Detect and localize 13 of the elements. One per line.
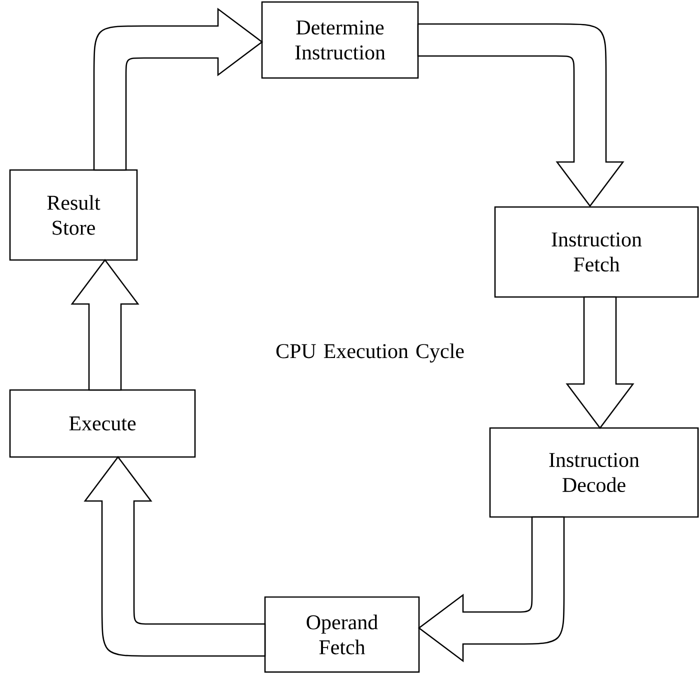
process-box: Execute bbox=[9, 389, 196, 458]
process-box: Operand Fetch bbox=[264, 596, 420, 673]
block-arrow bbox=[93, 8, 263, 171]
process-box: Instruction Decode bbox=[489, 427, 699, 518]
process-box: Instruction Fetch bbox=[494, 206, 699, 298]
block-arrow bbox=[84, 456, 266, 657]
block-arrow bbox=[70, 258, 140, 391]
block-arrow bbox=[418, 516, 565, 662]
block-arrow bbox=[566, 296, 634, 430]
block-arrow bbox=[417, 23, 624, 207]
center-label: CPU Execution Cycle bbox=[276, 343, 464, 363]
process-box: Determine Instruction bbox=[261, 1, 419, 79]
process-box: Result Store bbox=[9, 169, 138, 261]
